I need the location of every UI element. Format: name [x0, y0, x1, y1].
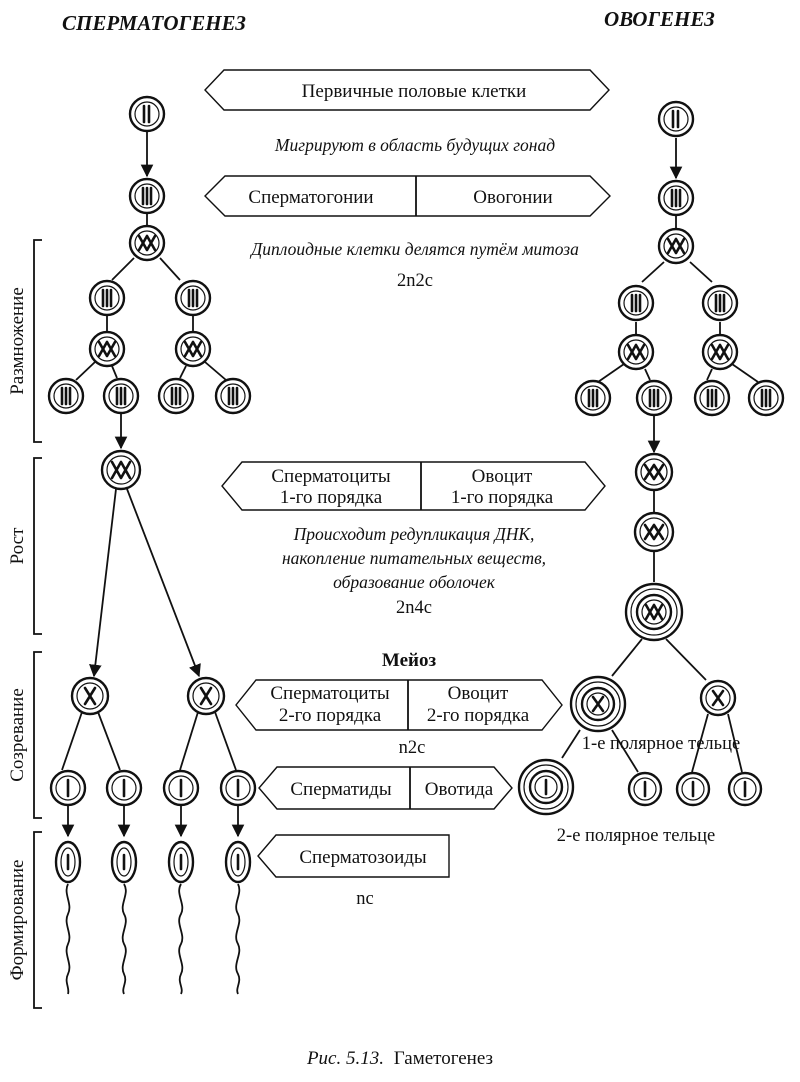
formula-2n2c: 2n2c — [397, 271, 433, 291]
note-growth-3: образование оболочек — [333, 572, 496, 592]
cell-ootid — [517, 758, 575, 816]
cell-spermatid-3 — [162, 769, 200, 807]
svg-text:Овоцит: Овоцит — [448, 683, 509, 704]
lineage-connectors — [61, 132, 759, 838]
cell-spermatogonium-2a-x — [88, 330, 126, 368]
oogenesis-header: ОВОГЕНЕЗ — [604, 7, 715, 31]
cell-oogonium-x — [657, 227, 695, 265]
svg-text:Сперматогонии: Сперматогонии — [248, 187, 373, 208]
caption-title: Гаметогенез — [394, 1048, 493, 1069]
stage-growth: Рост — [7, 527, 28, 565]
svg-text:Сперматоциты: Сперматоциты — [271, 466, 391, 487]
svg-text:Овоцит: Овоцит — [472, 466, 533, 487]
box-primordial: Первичные половые клетки — [204, 69, 610, 111]
cell-oogonium-3a — [574, 379, 612, 417]
svg-text:1-го порядка: 1-го порядка — [280, 487, 383, 508]
cell-oogonium-3d — [747, 379, 785, 417]
cell-spermatogonium-1 — [128, 177, 166, 215]
spermatogenesis-cells — [47, 95, 257, 884]
cell-spermatocyte-1 — [100, 449, 142, 491]
label-polar-body-1: 1-е полярное тельце — [582, 734, 740, 754]
cell-spermatogonium-2a — [88, 279, 126, 317]
cell-oogonium-2a — [617, 284, 655, 322]
cell-spermatogonium-2b — [174, 279, 212, 317]
svg-text:Овогонии: Овогонии — [473, 187, 552, 208]
cell-oocyte-growth-1 — [634, 452, 674, 492]
cell-polar-body-2b — [675, 771, 711, 807]
cell-spermatocyte-2b — [186, 676, 226, 716]
stage-brackets — [33, 239, 42, 1009]
box-cytes-2: Сперматоциты 2-го порядка Овоцит 2-го по… — [235, 679, 563, 731]
cell-spermatogonium-x — [128, 224, 166, 262]
label-meiosis: Мейоз — [382, 650, 437, 671]
label-polar-body-2: 2-е полярное тельце — [557, 826, 715, 846]
cell-oogonium-1 — [657, 179, 695, 217]
sperm-tails — [65, 883, 241, 995]
cell-oocyte-growth-2 — [633, 511, 675, 553]
cell-primordial-left — [128, 95, 166, 133]
cell-spermatid-4 — [219, 769, 257, 807]
cell-oogonium-3c — [693, 379, 731, 417]
cell-spermatogonium-2b-x — [174, 330, 212, 368]
cell-spermatogonium-3c — [157, 377, 195, 415]
cell-oogonium-2b-x — [701, 333, 739, 371]
cell-spermatogonium-3d — [214, 377, 252, 415]
formula-2n4c: 2n4c — [396, 598, 432, 618]
box-tids: Сперматиды Овотида — [258, 766, 513, 810]
note-migrate: Мигрируют в область будущих гонад — [274, 135, 555, 155]
svg-text:Первичные половые клетки: Первичные половые клетки — [302, 81, 527, 102]
svg-text:2-го порядка: 2-го порядка — [279, 705, 382, 726]
cell-oogonium-3b — [635, 379, 673, 417]
cell-spermatogonium-3a — [47, 377, 85, 415]
note-growth-1: Происходит редупликация ДНК, — [293, 524, 535, 544]
cell-spermatid-2 — [105, 769, 143, 807]
cell-spermatozoon-3 — [167, 840, 195, 884]
cell-spermatogonium-3b — [102, 377, 140, 415]
spermatogenesis-header: СПЕРМАТОГЕНЕЗ — [62, 11, 246, 35]
caption-label: Рис. 5.13. — [306, 1048, 384, 1069]
cell-oocyte-2 — [569, 675, 627, 733]
stage-maturation: Созревание — [7, 688, 28, 782]
cell-spermatozoon-2 — [110, 840, 138, 884]
cell-primordial-right — [657, 100, 695, 138]
formula-n2c: n2c — [399, 738, 426, 758]
figure-caption: Рис. 5.13. Гаметогенез — [306, 1048, 493, 1069]
note-mitosis: Диплоидные клетки делятся путём митоза — [249, 239, 579, 259]
cell-spermatid-1 — [49, 769, 87, 807]
svg-text:Сперматиды: Сперматиды — [290, 779, 391, 800]
box-cytes-1: Сперматоциты 1-го порядка Овоцит 1-го по… — [221, 461, 606, 511]
oogenesis-cells — [517, 100, 785, 816]
svg-text:1-го порядка: 1-го порядка — [451, 487, 554, 508]
formula-nc: nc — [356, 889, 373, 909]
box-gonia: Сперматогонии Овогонии — [204, 175, 611, 217]
svg-text:Овотида: Овотида — [425, 779, 494, 800]
cell-polar-body-2c — [727, 771, 763, 807]
cell-oocyte-1 — [624, 582, 684, 642]
svg-text:2-го порядка: 2-го порядка — [427, 705, 530, 726]
cell-spermatozoon-1 — [54, 840, 82, 884]
cell-spermatozoon-4 — [224, 840, 252, 884]
cell-spermatocyte-2a — [70, 676, 110, 716]
stage-formation: Формирование — [7, 860, 28, 981]
cell-oogonium-2b — [701, 284, 739, 322]
note-growth-2: накопление питательных веществ, — [282, 548, 546, 568]
box-spermatozoa: Сперматозоиды — [257, 834, 450, 878]
svg-text:Сперматоциты: Сперматоциты — [270, 683, 390, 704]
cell-oogonium-2a-x — [617, 333, 655, 371]
stage-reproduction: Размножение — [7, 287, 28, 395]
svg-text:Сперматозоиды: Сперматозоиды — [299, 847, 427, 868]
cell-polar-body-1 — [699, 679, 737, 717]
cell-polar-body-2a — [627, 771, 663, 807]
